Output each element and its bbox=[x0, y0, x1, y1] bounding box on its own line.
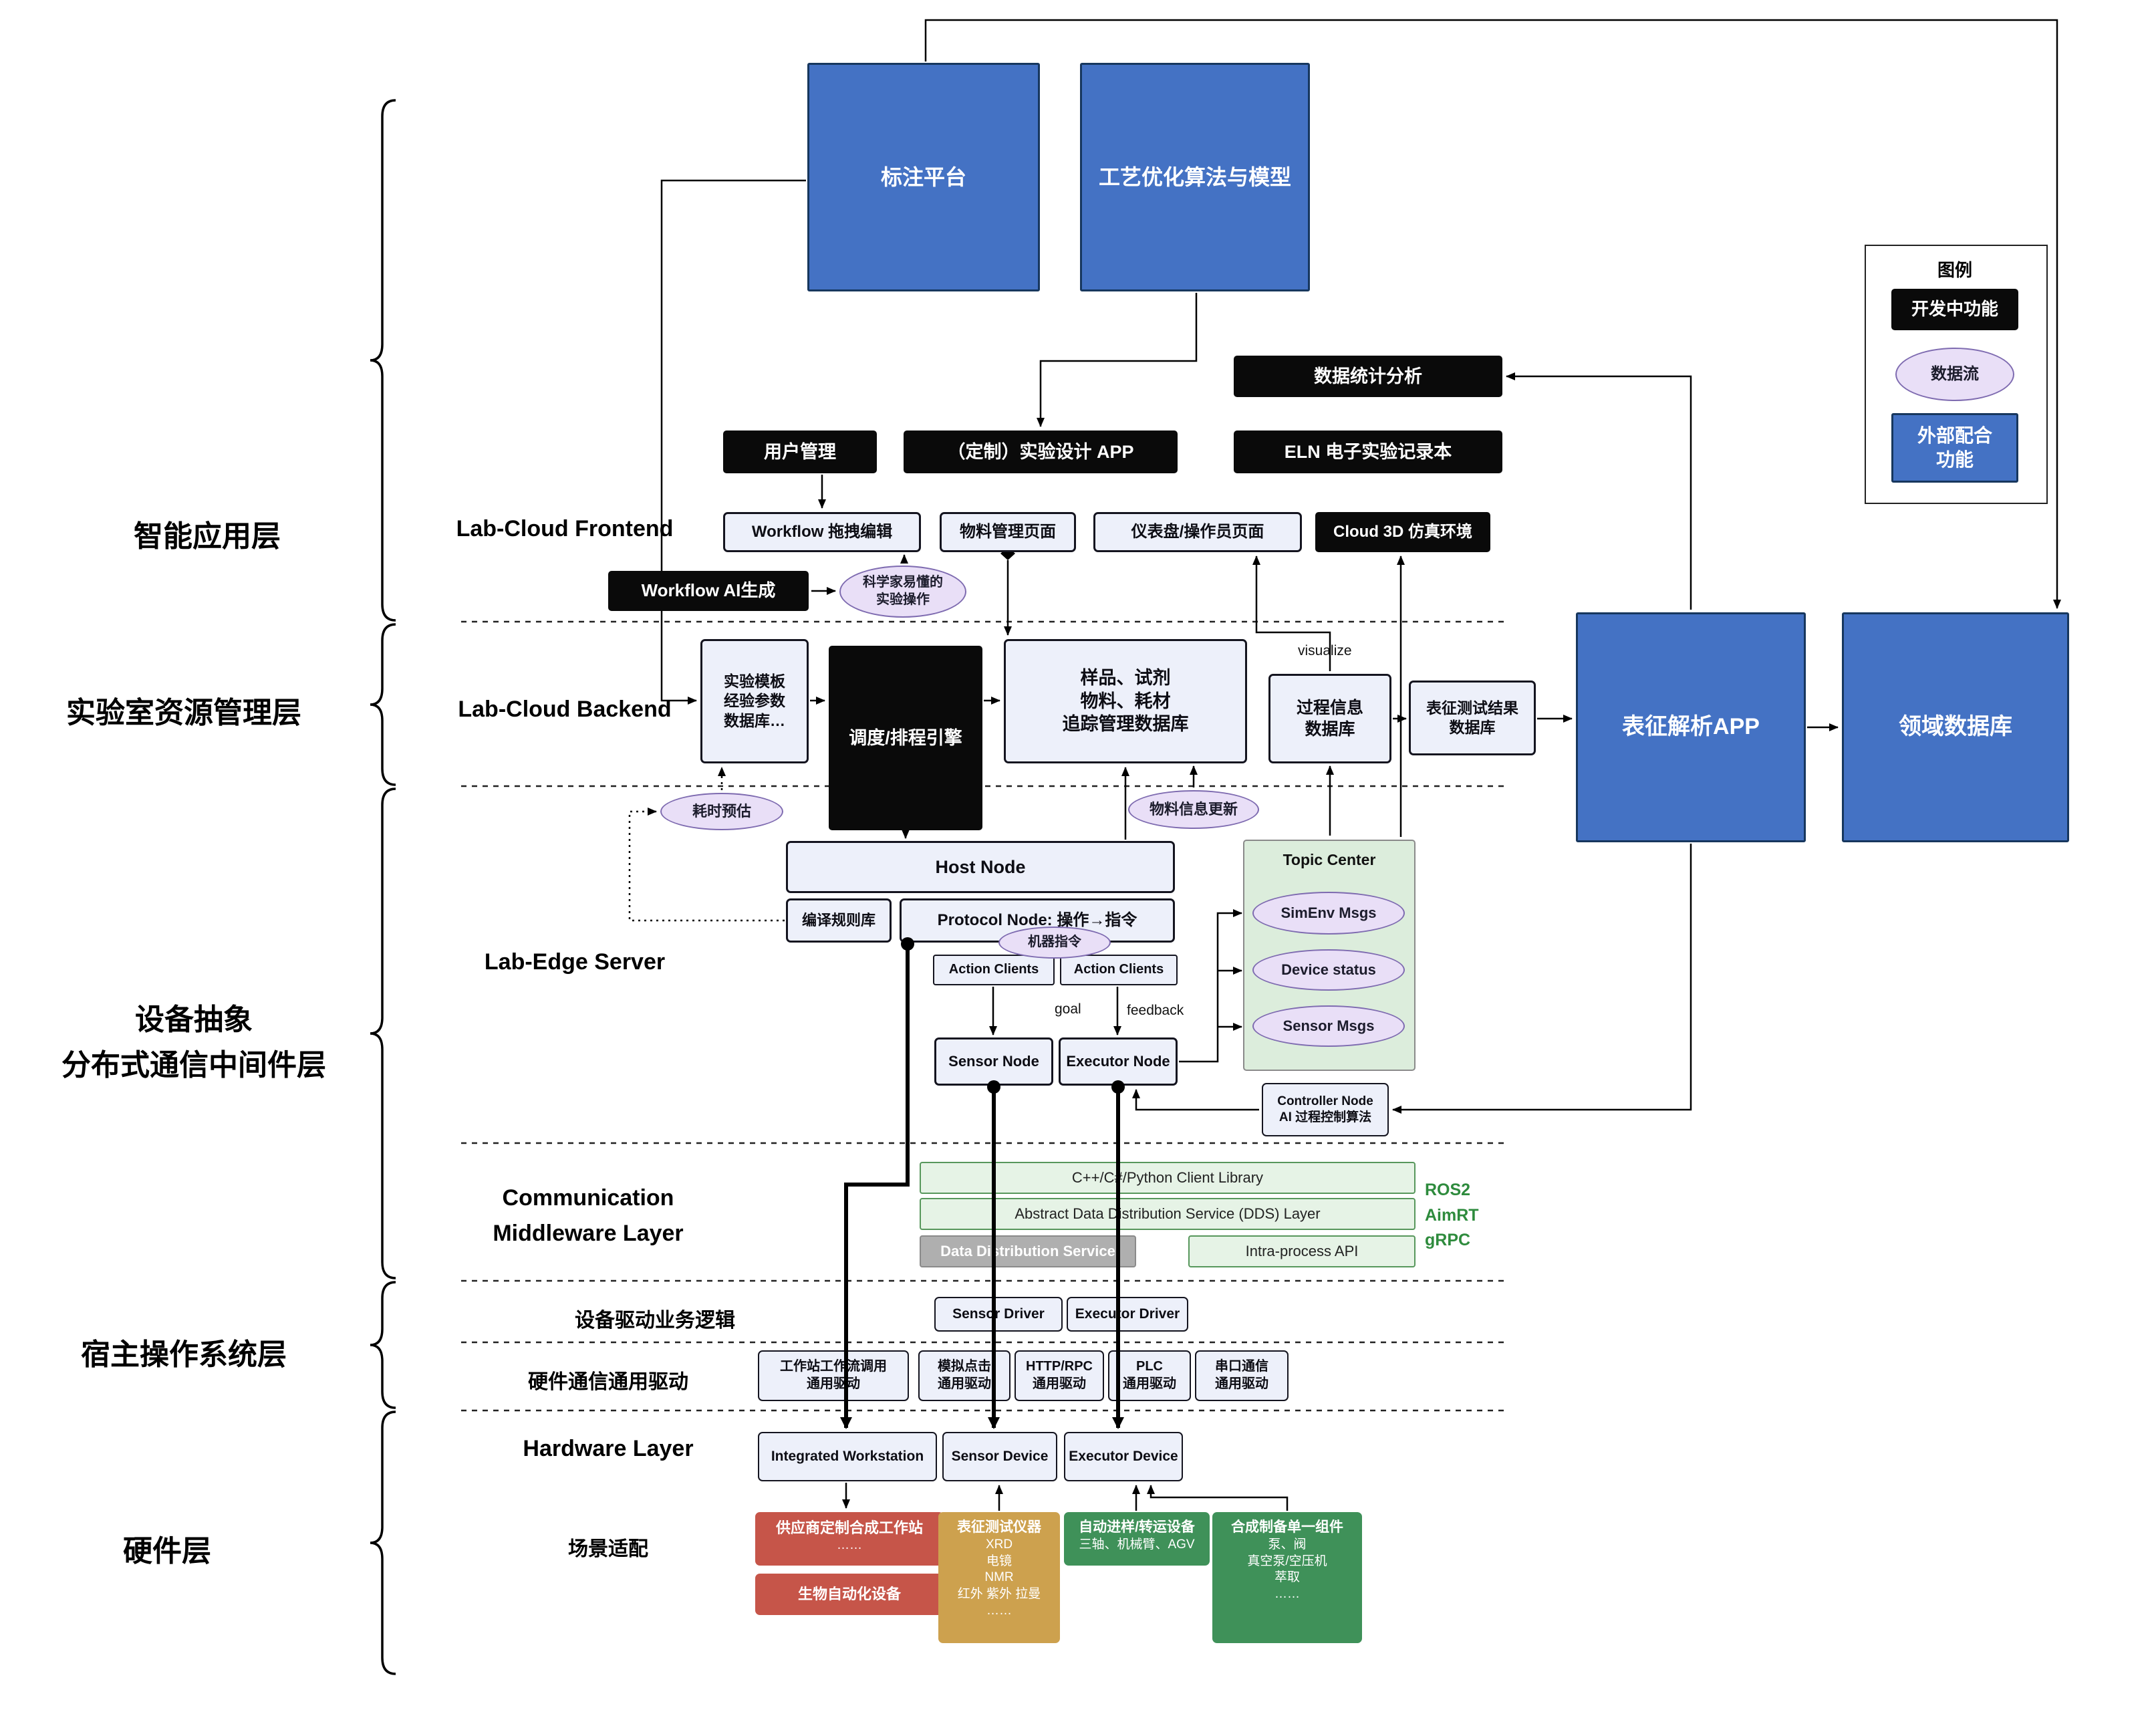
node-executor-device: Executor Device bbox=[1064, 1432, 1183, 1481]
node-compile-lib: 编译规则库 bbox=[786, 898, 892, 943]
layer-label-device: 设备抽象 分布式通信中间件层 bbox=[61, 1003, 326, 1082]
node-simenv-msgs: SimEnv Msgs bbox=[1252, 892, 1405, 935]
node-dds-abstract: Abstract Data Distribution Service (DDS)… bbox=[920, 1198, 1416, 1230]
synth-title: 合成制备单一组件 bbox=[1231, 1519, 1343, 1535]
node-scheduler: 调度/排程引擎 bbox=[829, 646, 982, 830]
topic-center-title: Topic Center bbox=[1283, 851, 1376, 868]
node-char-app: 表征解析APP bbox=[1576, 612, 1806, 842]
layer-label-app: 智能应用层 bbox=[134, 520, 281, 553]
label-driver-logic: 设备驱动业务逻辑 bbox=[575, 1310, 735, 1332]
node-workflow-ai: Workflow AI生成 bbox=[608, 571, 809, 611]
label-scenario: 场景适配 bbox=[568, 1538, 648, 1560]
node-driver-plc: PLC 通用驱动 bbox=[1108, 1350, 1191, 1401]
transfer-title: 自动进样/转运设备 bbox=[1079, 1519, 1195, 1535]
node-domain-db: 领域数据库 bbox=[1842, 612, 2069, 842]
node-dashboard-page: 仪表盘/操作员页面 bbox=[1093, 512, 1302, 552]
node-process-optimization: 工艺优化算法与模型 bbox=[1080, 63, 1310, 291]
layer-label-hardware: 硬件层 bbox=[123, 1535, 211, 1568]
node-dds-service: Data Distribution Service bbox=[920, 1235, 1136, 1267]
legend-title: 图例 bbox=[1937, 260, 1972, 280]
node-sample-db: 样品、试剂 物料、耗材 追踪管理数据库 bbox=[1004, 639, 1247, 763]
layer-label-os: 宿主操作系统层 bbox=[81, 1338, 287, 1371]
node-device-status: Device status bbox=[1252, 949, 1405, 991]
char-instruments-body: XRD 电镜 NMR 红外 紫外 拉曼 …… bbox=[957, 1537, 1041, 1618]
node-intra-process: Intra-process API bbox=[1188, 1235, 1416, 1267]
node-bio-automation: 生物自动化设备 bbox=[755, 1574, 944, 1615]
node-workflow-edit: Workflow 拖拽编辑 bbox=[723, 512, 921, 552]
label-visualize: visualize bbox=[1298, 643, 1352, 658]
node-eln: ELN 电子实验记录本 bbox=[1234, 431, 1502, 473]
node-material-update: 物料信息更新 bbox=[1128, 790, 1259, 829]
section-label-frontend: Lab-Cloud Frontend bbox=[456, 516, 674, 541]
transfer-body: 三轴、机械臂、AGV bbox=[1079, 1537, 1195, 1552]
node-machine-cmd: 机器指令 bbox=[998, 927, 1111, 959]
node-custom-exp-app: （定制）实验设计 APP bbox=[904, 431, 1178, 473]
node-sensor-node: Sensor Node bbox=[934, 1037, 1053, 1086]
node-driver-workstation: 工作站工作流调用 通用驱动 bbox=[758, 1350, 909, 1401]
section-label-backend: Lab-Cloud Backend bbox=[458, 697, 672, 722]
node-driver-http: HTTP/RPC 通用驱动 bbox=[1015, 1350, 1104, 1401]
legend-dataflow: 数据流 bbox=[1895, 348, 2014, 401]
node-vendor-workstation: 供应商定制合成工作站 …… bbox=[755, 1512, 944, 1566]
node-cloud-3d: Cloud 3D 仿真环境 bbox=[1315, 512, 1490, 552]
label-frameworks: ROS2 AimRT gRPC bbox=[1425, 1181, 1479, 1249]
node-sensor-device: Sensor Device bbox=[942, 1432, 1057, 1481]
node-scientist-ops: 科学家易懂的 实验操作 bbox=[839, 566, 966, 618]
node-data-stats: 数据统计分析 bbox=[1234, 356, 1502, 397]
node-sensor-driver: Sensor Driver bbox=[934, 1297, 1063, 1332]
legend-external: 外部配合 功能 bbox=[1891, 413, 2018, 483]
node-annotation-platform: 标注平台 bbox=[807, 63, 1040, 291]
node-driver-click: 模拟点击 通用驱动 bbox=[918, 1350, 1010, 1401]
node-action-clients-right: Action Clients bbox=[1060, 955, 1178, 985]
node-integrated-workstation: Integrated Workstation bbox=[758, 1432, 937, 1481]
node-process-db: 过程信息 数据库 bbox=[1268, 674, 1391, 763]
legend-developing: 开发中功能 bbox=[1891, 289, 2018, 330]
node-synth-components: 合成制备单一组件 泵、阀 真空泵/空压机 萃取 …… bbox=[1212, 1512, 1362, 1643]
vendor-ws-title: 供应商定制合成工作站 bbox=[775, 1519, 923, 1536]
node-time-estimate: 耗时预估 bbox=[660, 793, 783, 830]
section-label-edge: Lab-Edge Server bbox=[484, 949, 666, 975]
section-label-middleware: Communication Middleware Layer bbox=[493, 1185, 684, 1246]
vendor-ws-body: …… bbox=[837, 1538, 862, 1553]
node-material-page: 物料管理页面 bbox=[940, 512, 1076, 552]
synth-body: 泵、阀 真空泵/空压机 萃取 …… bbox=[1247, 1537, 1327, 1601]
node-char-instruments: 表征测试仪器 XRD 电镜 NMR 红外 紫外 拉曼 …… bbox=[938, 1512, 1060, 1643]
node-executor-node: Executor Node bbox=[1059, 1037, 1178, 1086]
node-user-mgmt: 用户管理 bbox=[723, 431, 877, 473]
node-sensor-msgs: Sensor Msgs bbox=[1252, 1005, 1405, 1047]
node-template-db: 实验模板 经验参数 数据库… bbox=[700, 639, 809, 763]
node-driver-serial: 串口通信 通用驱动 bbox=[1195, 1350, 1289, 1401]
node-executor-driver: Executor Driver bbox=[1067, 1297, 1188, 1332]
label-feedback: feedback bbox=[1127, 1003, 1184, 1018]
node-action-clients-left: Action Clients bbox=[933, 955, 1055, 985]
label-goal: goal bbox=[1055, 1001, 1081, 1017]
node-transfer-equipment: 自动进样/转运设备 三轴、机械臂、AGV bbox=[1064, 1512, 1210, 1566]
node-host-node: Host Node bbox=[786, 841, 1175, 893]
node-client-library: C++/C#/Python Client Library bbox=[920, 1162, 1416, 1194]
label-hw-comm: 硬件通信通用驱动 bbox=[528, 1371, 688, 1393]
node-controller-node: Controller Node AI 过程控制算法 bbox=[1262, 1083, 1389, 1136]
layer-label-resource: 实验室资源管理层 bbox=[66, 697, 301, 729]
char-instruments-title: 表征测试仪器 bbox=[957, 1519, 1041, 1535]
section-label-hardware: Hardware Layer bbox=[523, 1436, 694, 1461]
node-char-result-db: 表征测试结果 数据库 bbox=[1409, 681, 1536, 755]
